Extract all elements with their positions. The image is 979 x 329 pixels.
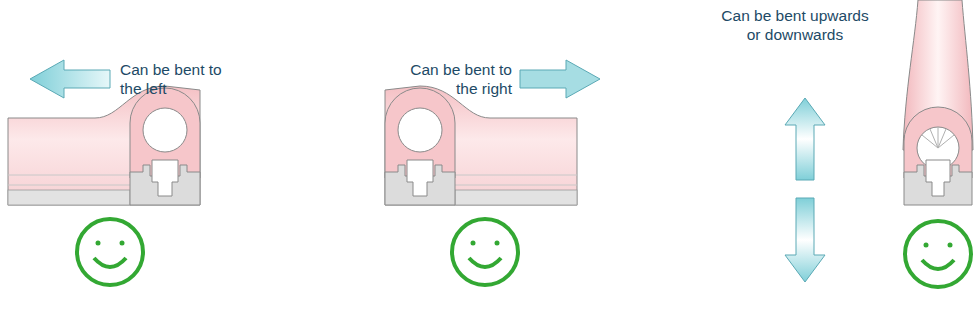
neon-profile [903, 0, 973, 205]
bend-label: Can be bent upwards or downwards [720, 6, 870, 44]
smiley [77, 219, 143, 285]
bend-label: Can be bent to the left [120, 60, 230, 98]
smiley [452, 219, 518, 285]
bend-label: Can be bent to the right [400, 60, 512, 98]
smiley [905, 221, 971, 287]
